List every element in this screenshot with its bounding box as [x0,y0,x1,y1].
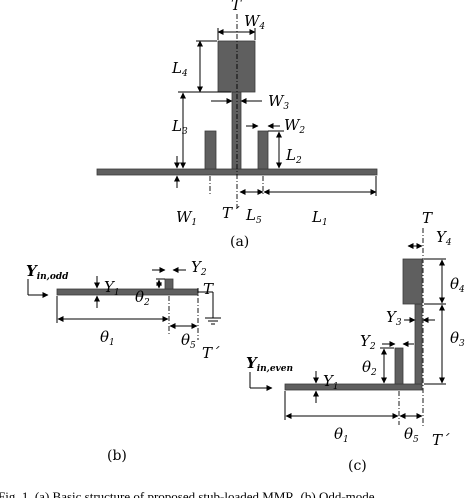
label-Y1-b: Y1 [104,278,120,298]
label-T-c: T [422,209,433,227]
label-Y4: Y4 [436,228,452,248]
label-Yin-even: Yin,even [246,354,293,374]
panel-a: T T´ W4 L4 W3 L3 W2 L2 W1 [96,0,378,250]
label-theta1-c: θ1 [334,425,349,445]
caption-a: (a) [230,234,249,250]
label-W2: W2 [284,116,305,136]
top-patch-c [402,258,423,305]
caption-c: (c) [348,458,367,474]
label-theta2-c: θ2 [362,358,377,378]
stub-b [164,278,174,290]
label-L1: L1 [311,208,328,228]
tall-stub-c [414,303,423,385]
label-Y1-c: Y1 [323,372,339,392]
center-stub [231,91,242,170]
label-Yin-odd: Yin,odd [26,262,69,282]
label-Tprime-c: T´ [432,431,450,449]
label-Tprime-a: T´ [222,204,240,222]
label-T-b: T [203,280,214,298]
top-patch [217,40,256,93]
label-theta3: θ3 [450,329,465,349]
short-stub-c [394,347,404,385]
label-Y2-c: Y2 [360,332,376,352]
label-Y3: Y3 [386,308,402,328]
label-theta1-b: θ1 [100,328,115,348]
label-L3: L3 [171,117,188,137]
main-line-b [56,288,199,296]
label-theta5-b: θ5 [181,331,196,351]
caption-b: (b) [107,448,127,464]
panel-c: T T´ Y4 θ4 Y3 θ3 Yin,even Y2 θ2 Y1 [246,209,465,474]
right-short-stub [257,130,269,170]
label-theta4: θ4 [450,275,465,295]
figure-caption: Fig. 1. (a) Basic structure of proposed … [0,489,375,498]
panel-b: Yin,odd T T´ Y1 Y2 θ2 θ1 [26,258,221,464]
label-W3: W3 [268,92,289,112]
label-L4: L4 [171,59,188,79]
label-L5: L5 [245,206,262,226]
main-line-c [284,383,423,391]
label-Y2-b: Y2 [191,258,207,278]
left-short-stub [204,130,217,170]
label-T-a: T [231,0,242,14]
label-W4: W4 [244,12,265,32]
label-L2: L2 [285,146,302,166]
label-theta5-c: θ5 [404,425,419,445]
label-Tprime-b: T´ [202,344,220,362]
label-theta2-b: θ2 [135,288,150,308]
label-W1: W1 [176,208,197,228]
